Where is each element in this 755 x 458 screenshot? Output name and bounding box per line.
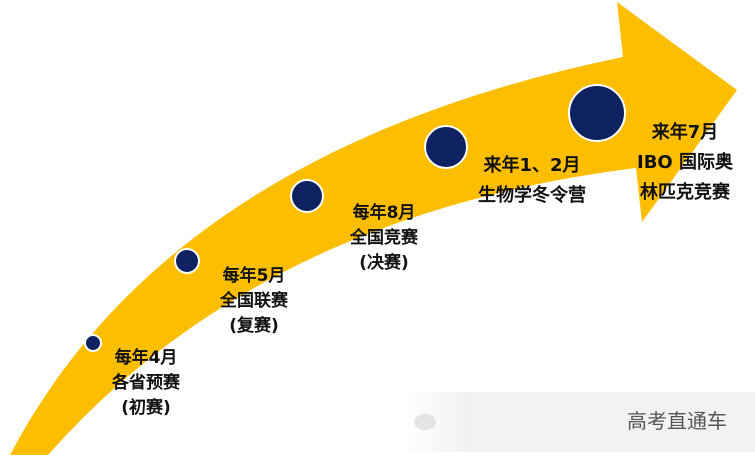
label-line: 全国联赛	[220, 291, 288, 311]
label-line: IBO 国际奥	[637, 152, 733, 173]
label-line: 各省预赛	[112, 373, 180, 393]
watermark-text: 高考直通车	[627, 409, 727, 433]
label-line: 全国竞赛	[350, 228, 418, 248]
milestone-label-3: 每年8月 全国竞赛 (决赛)	[338, 201, 430, 276]
label-line: 林匹克竞赛	[640, 182, 730, 203]
milestone-dot-3	[290, 179, 324, 213]
label-line: (初赛)	[121, 398, 171, 418]
milestone-label-2: 每年5月 全国联赛 (复赛)	[208, 264, 300, 339]
milestone-label-1: 每年4月 各省预赛 (初赛)	[100, 346, 192, 421]
label-line: (复赛)	[229, 316, 279, 336]
growth-arrow	[10, 2, 737, 455]
milestone-dot-1	[84, 334, 102, 352]
label-line: 每年4月	[114, 348, 178, 368]
label-line: 每年8月	[352, 203, 416, 223]
label-line: 生物学冬令营	[478, 185, 586, 206]
milestone-label-5: 来年7月 IBO 国际奥 林匹克竞赛	[625, 118, 745, 208]
label-line: 来年7月	[651, 122, 719, 143]
milestone-dot-5	[568, 84, 626, 142]
milestone-dot-2	[174, 248, 200, 274]
label-line: (决赛)	[359, 253, 409, 273]
label-line: 每年5月	[222, 266, 286, 286]
wechat-icon	[414, 414, 436, 430]
watermark: 高考直通车	[400, 392, 755, 452]
milestone-label-4: 来年1、2月 生物学冬令营	[462, 151, 602, 211]
label-line: 来年1、2月	[483, 155, 581, 176]
milestone-dot-4	[424, 125, 468, 169]
